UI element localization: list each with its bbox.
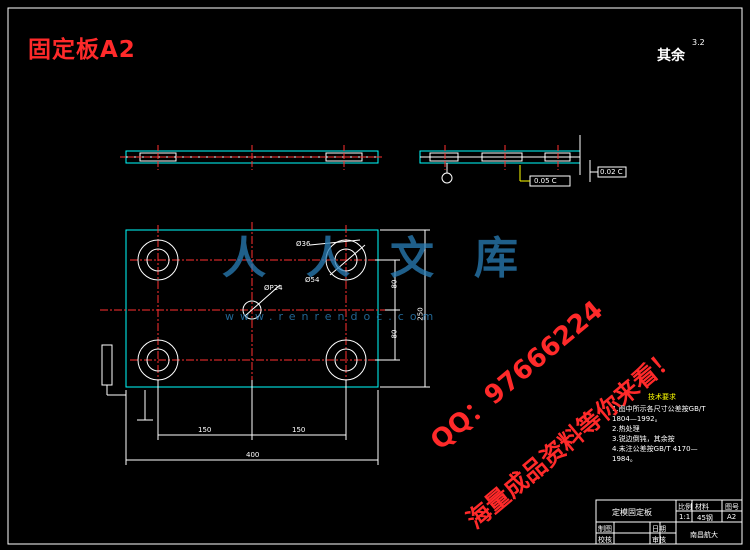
- tech-requirements: 技术要求 1.图中所示各尺寸公差按GB/T 1804—1992。 2.热处理 3…: [612, 392, 712, 464]
- drawing-border: [7, 7, 743, 545]
- tb-part-name: 定模固定板: [612, 508, 652, 517]
- hole-top-left: [137, 239, 179, 281]
- tb-drawing-no-label: 图号: [725, 503, 739, 511]
- tech-line-5: 4.未注公差按GB/T 4170—1984。: [612, 445, 698, 463]
- roughness-value: 3.2: [692, 38, 705, 47]
- dim-d36: Ø36: [296, 240, 311, 248]
- dim-h80b: 80: [390, 329, 399, 339]
- tb-drawing-no: A2: [727, 513, 737, 521]
- tolerance-2: 0.05 C: [534, 177, 557, 185]
- watermark-url: www.renrendoc.com: [225, 310, 440, 323]
- watermark-logo: 人人文库: [222, 233, 558, 284]
- tech-title: 技术要求: [648, 393, 676, 401]
- tolerance-1: 0.02 C: [600, 168, 623, 176]
- side-view-left: [120, 145, 384, 170]
- tb-scale: 1:1: [679, 513, 691, 521]
- side-view-right: [419, 135, 627, 187]
- roughness-label: 其余: [657, 48, 685, 64]
- tb-checker-label: 校核: [598, 536, 612, 544]
- tech-line-2: 1804—1992。: [612, 415, 662, 423]
- tech-line-4: 3.锐边倒钝，其余按: [612, 435, 675, 443]
- dim-d24: ØP24: [264, 284, 283, 292]
- title-block: [595, 499, 743, 545]
- tb-designer-label: 制图: [598, 525, 612, 533]
- tb-date-label: 日期: [652, 525, 666, 533]
- tech-line-3: 2.热处理: [612, 425, 640, 433]
- dim-w150a: 150: [198, 426, 212, 434]
- tech-line-1: 1.图中所示各尺寸公差按GB/T: [612, 405, 706, 413]
- front-view: [100, 222, 430, 465]
- drawing-title: 固定板A2: [28, 37, 136, 63]
- tb-material-label: 材料: [695, 503, 709, 511]
- dim-d54: Ø54: [305, 276, 320, 284]
- tb-school: 南昌航大: [690, 531, 718, 539]
- tb-scale-label: 比例: [678, 503, 692, 511]
- hole-top-right: [325, 239, 367, 281]
- tb-approve-label: 审核: [652, 536, 666, 544]
- dim-w150b: 150: [292, 426, 306, 434]
- tb-material: 45钢: [697, 514, 713, 522]
- dim-w400: 400: [246, 451, 260, 459]
- hole-center: [242, 300, 262, 320]
